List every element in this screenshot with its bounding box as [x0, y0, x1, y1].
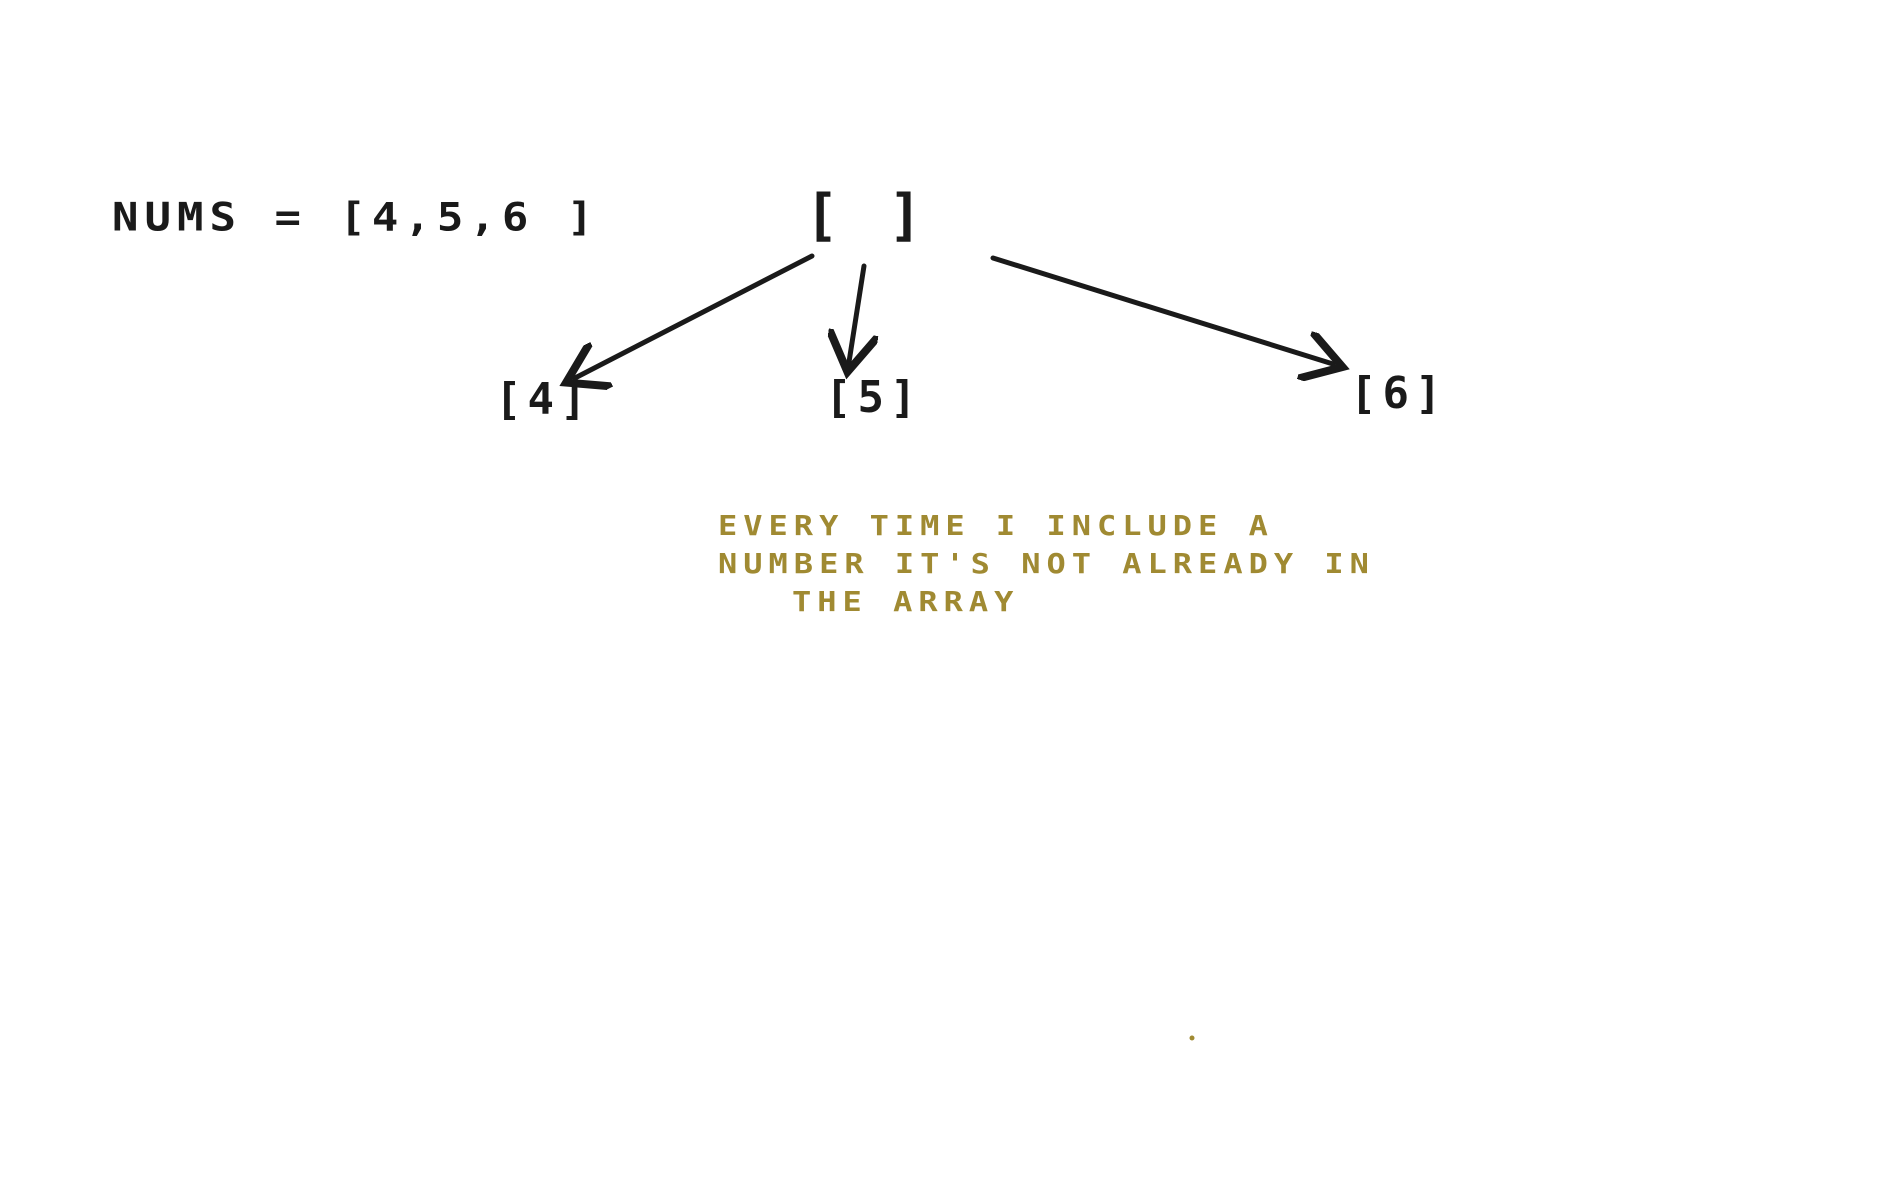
note-line: NUMBER IT'S NOT ALREADY IN [718, 547, 1375, 580]
note-line: THE ARRAY [792, 585, 1020, 618]
note-line: EVERY TIME I INCLUDE A [718, 509, 1274, 542]
tree-root-node: [ ] [805, 183, 931, 248]
tree-node-6: [6] [1350, 368, 1448, 419]
nums-array-label: NUMS = [4,5,6 ] [112, 194, 600, 241]
tree-node-4: [4] [495, 374, 593, 425]
arrow-root-to-5 [849, 263, 864, 362]
tree-node-5: [5] [825, 372, 923, 423]
arrow-root-to-6 [990, 255, 1333, 364]
stray-dot [1189, 1035, 1195, 1041]
arrow-root-to-4 [575, 253, 815, 378]
